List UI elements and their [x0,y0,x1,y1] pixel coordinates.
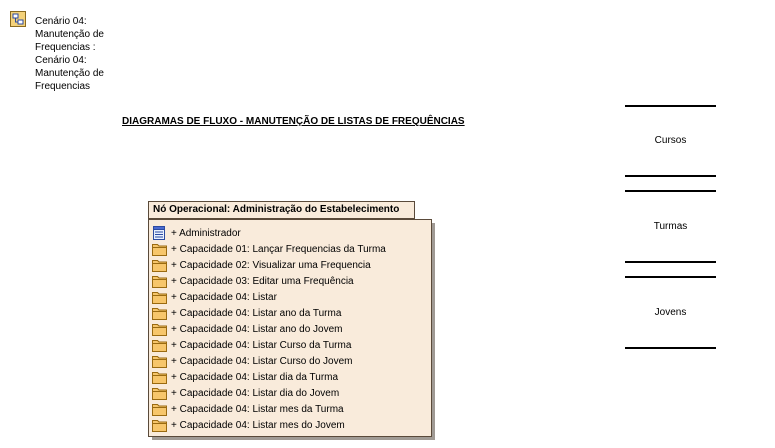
folder-icon [152,324,167,336]
package-item-label: + Capacidade 02: Visualizar uma Frequenc… [171,259,371,271]
entity-divider [625,105,716,107]
package-item[interactable]: + Capacidade 01: Lançar Frequencias da T… [152,241,431,257]
diagram-caption: Cenário 04: Manutenção de Frequencias : … [35,15,145,93]
entity-divider [625,190,716,192]
folder-icon [152,340,167,352]
package-item-label: + Administrador [171,227,241,239]
package-item[interactable]: + Capacidade 04: Listar mes da Turma [152,401,431,417]
entity-label-turmas[interactable]: Turmas [653,221,688,232]
package-item-label: + Capacidade 04: Listar [171,291,277,303]
folder-icon [152,420,167,432]
package-item[interactable]: + Capacidade 04: Listar dia da Turma [152,369,431,385]
folder-icon [152,404,167,416]
class-icon [153,226,165,240]
package-item-label: + Capacidade 04: Listar ano da Turma [171,307,342,319]
folder-icon [152,372,167,384]
package-item-label: + Capacidade 04: Listar mes do Jovem [171,419,345,431]
entity-divider [625,347,716,349]
package-item-label: + Capacidade 04: Listar Curso do Jovem [171,355,353,367]
package-item[interactable]: + Capacidade 04: Listar dia do Jovem [152,385,431,401]
package-item[interactable]: + Capacidade 03: Editar uma Frequência [152,273,431,289]
package-item[interactable]: + Administrador [152,225,431,241]
package-item-list: + Administrador + Capacidade 01: Lançar F… [152,225,431,433]
folder-icon [152,388,167,400]
entity-divider [625,175,716,177]
package-item-label: + Capacidade 03: Editar uma Frequência [171,275,354,287]
entity-label-cursos[interactable]: Cursos [654,135,687,146]
entity-divider [625,276,716,278]
package-item[interactable]: + Capacidade 04: Listar ano da Turma [152,305,431,321]
folder-icon [152,260,167,272]
caption-line: Cenário 04: [35,55,87,66]
package-item[interactable]: + Capacidade 04: Listar ano do Jovem [152,321,431,337]
folder-icon [152,276,167,288]
folder-icon [152,244,167,256]
package-body[interactable]: + Administrador + Capacidade 01: Lançar F… [148,219,432,437]
caption-line: Frequencias [35,81,91,92]
diagram-title: DIAGRAMAS DE FLUXO - MANUTENÇÃO DE LISTA… [122,116,465,127]
package-item[interactable]: + Capacidade 04: Listar Curso do Jovem [152,353,431,369]
package-tab[interactable]: Nó Operacional: Administração do Estabel… [148,201,415,219]
package-item[interactable]: + Capacidade 04: Listar [152,289,431,305]
package-item[interactable]: + Capacidade 04: Listar Curso da Turma [152,337,431,353]
package-item-label: + Capacidade 04: Listar mes da Turma [171,403,344,415]
package-item-label: + Capacidade 04: Listar Curso da Turma [171,339,352,351]
folder-icon [152,308,167,320]
diagram-icon [10,11,26,27]
caption-line: Manutenção de [35,68,104,79]
entity-label-jovens[interactable]: Jovens [654,307,687,318]
folder-icon [152,356,167,368]
package-item-label: + Capacidade 04: Listar ano do Jovem [171,323,343,335]
package-item-label: + Capacidade 04: Listar dia da Turma [171,371,339,383]
caption-line: Manutenção de [35,29,104,40]
package-item[interactable]: + Capacidade 04: Listar mes do Jovem [152,417,431,433]
package-item-label: + Capacidade 01: Lançar Frequencias da T… [171,243,386,255]
folder-icon [152,292,167,304]
caption-line: Frequencias : [35,42,96,53]
package-item[interactable]: + Capacidade 02: Visualizar uma Frequenc… [152,257,431,273]
caption-line: Cenário 04: [35,16,87,27]
entity-divider [625,261,716,263]
package-item-label: + Capacidade 04: Listar dia do Jovem [171,387,340,399]
